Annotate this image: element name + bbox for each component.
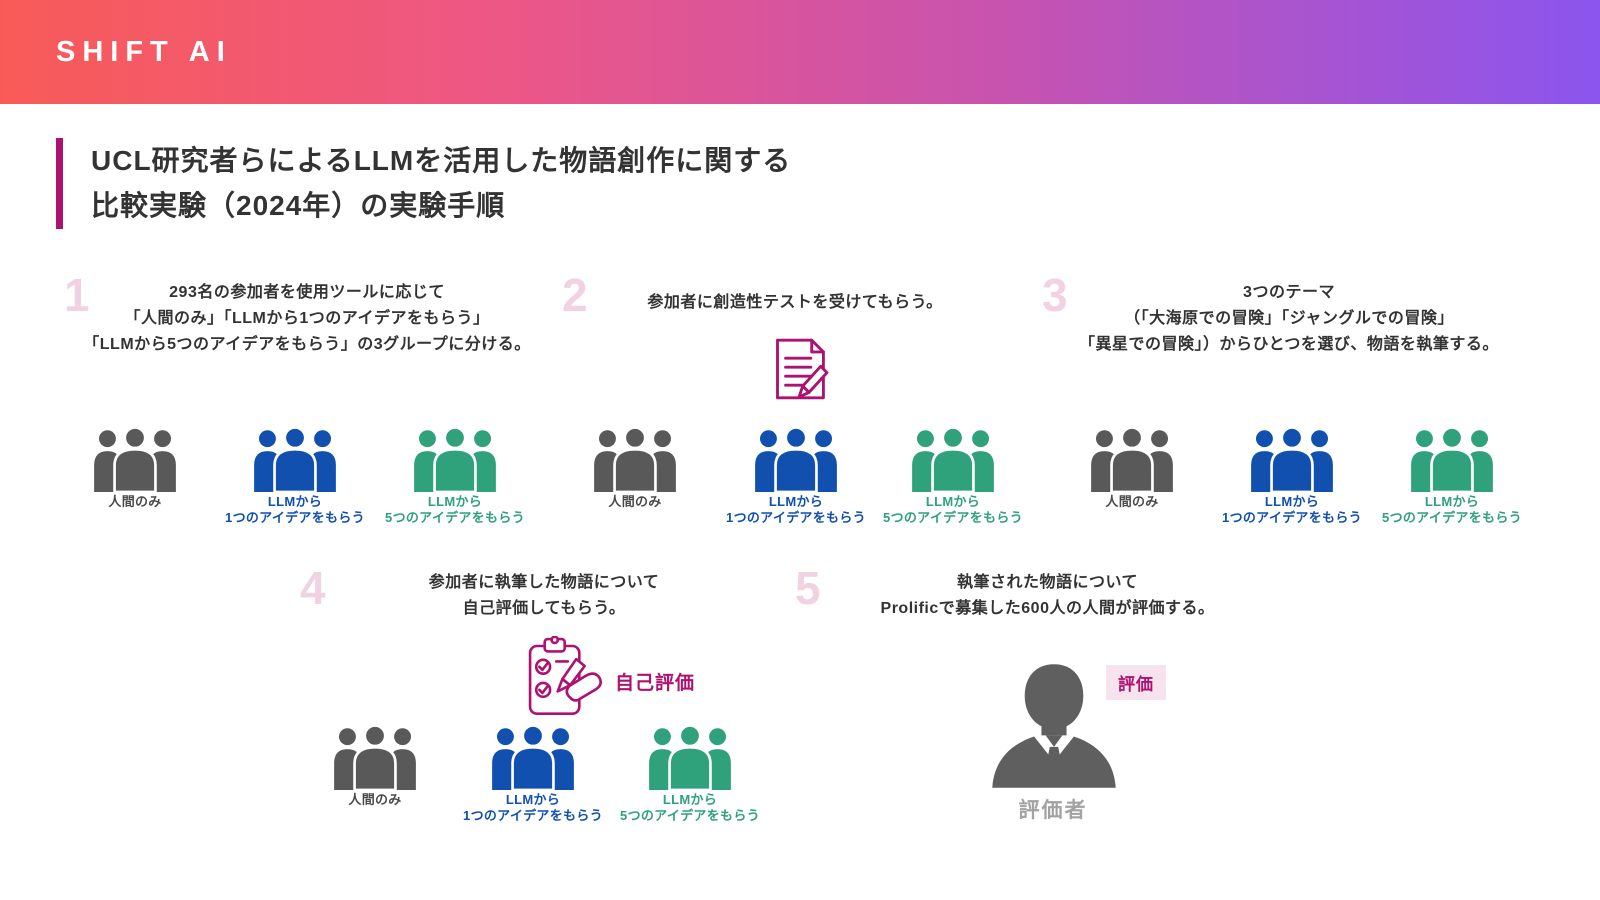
group-label: 5つのアイデアをもらう (385, 510, 525, 526)
step2-group-human: 人間のみ (545, 428, 725, 510)
group-label: 人間のみ (608, 494, 662, 509)
step3-group-human: 人間のみ (1042, 428, 1222, 510)
step3-text: 3つのテーマ （「大海原での冒険」「ジャングルでの冒険」 「異星での冒険」）から… (1079, 284, 1499, 353)
people-icon (589, 428, 681, 492)
group-label: LLMから (427, 494, 483, 509)
step2-number: 2 (562, 269, 588, 321)
self-evaluation-label: 自己評価 (615, 673, 696, 694)
group-label: 1つのアイデアをもらう (225, 510, 365, 526)
step1-group-human: 人間のみ (45, 428, 225, 510)
step3-group-llm5: LLMから 5つのアイデアをもらう (1362, 428, 1542, 527)
group-label: 5つのアイデアをもらう (883, 510, 1023, 526)
people-icon (644, 726, 736, 790)
step1-group-llm1: LLMから 1つのアイデアをもらう (205, 428, 385, 527)
people-icon (750, 428, 842, 492)
group-label: 人間のみ (348, 792, 402, 807)
group-label: 人間のみ (1105, 494, 1159, 509)
people-icon (89, 428, 181, 492)
step1-group-llm5: LLMから 5つのアイデアをもらう (365, 428, 545, 527)
page-title-line2: 比較実験（2024年）の実験手順 (91, 190, 506, 222)
step3-number: 3 (1042, 269, 1068, 321)
group-label: 5つのアイデアをもらう (620, 808, 760, 824)
people-icon (1406, 428, 1498, 492)
step5-number: 5 (795, 562, 821, 614)
group-label: LLMから (925, 494, 981, 509)
step3-group-llm1: LLMから 1つのアイデアをもらう (1202, 428, 1382, 527)
step2-text: 参加者に創造性テストを受けてもらう。 (647, 294, 943, 311)
self-evaluation-clipboard-icon (527, 636, 607, 716)
people-icon (1086, 428, 1178, 492)
evaluation-badge: 評価 (1106, 665, 1166, 700)
group-label: LLMから (768, 494, 824, 509)
group-label: 1つのアイデアをもらう (463, 808, 603, 824)
step4-group-human: 人間のみ (285, 726, 465, 808)
step2-group-llm5: LLMから 5つのアイデアをもらう (863, 428, 1043, 527)
people-icon (487, 726, 579, 790)
page-title: UCL研究者らによるLLMを活用した物語創作に関する 比較実験（2024年）の実… (56, 138, 791, 229)
step1-text: 293名の参加者を使用ツールに応じて 「人間のみ」「LLMから1つのアイデアをも… (83, 284, 531, 353)
group-label: LLMから (662, 792, 718, 807)
group-label: 1つのアイデアをもらう (726, 510, 866, 526)
evaluator-person-icon (986, 658, 1122, 794)
group-label: 人間のみ (108, 494, 162, 509)
group-label: LLMから (505, 792, 561, 807)
shift-ai-logo: SHIFT AI (56, 36, 232, 68)
people-icon (409, 428, 501, 492)
group-label: LLMから (1264, 494, 1320, 509)
people-icon (1246, 428, 1338, 492)
creativity-test-document-icon (764, 336, 836, 402)
step5-text: 執筆された物語について Prolificで募集した600人の人間が評価する。 (880, 574, 1215, 617)
group-label: LLMから (267, 494, 323, 509)
people-icon (249, 428, 341, 492)
step2-group-llm1: LLMから 1つのアイデアをもらう (706, 428, 886, 527)
step4-group-llm1: LLMから 1つのアイデアをもらう (443, 726, 623, 825)
evaluator-label: 評価者 (1018, 799, 1088, 822)
page-title-line1: UCL研究者らによるLLMを活用した物語創作に関する (91, 145, 792, 176)
people-icon (329, 726, 421, 790)
step4-group-llm5: LLMから 5つのアイデアをもらう (600, 726, 780, 825)
step4-number: 4 (300, 562, 326, 614)
group-label: LLMから (1424, 494, 1480, 509)
step1-number: 1 (64, 269, 90, 321)
group-label: 5つのアイデアをもらう (1382, 510, 1522, 526)
group-label: 1つのアイデアをもらう (1222, 510, 1362, 526)
header-bar: SHIFT AI (0, 0, 1600, 104)
people-icon (907, 428, 999, 492)
step4-text: 参加者に執筆した物語について 自己評価してもらう。 (428, 574, 660, 617)
